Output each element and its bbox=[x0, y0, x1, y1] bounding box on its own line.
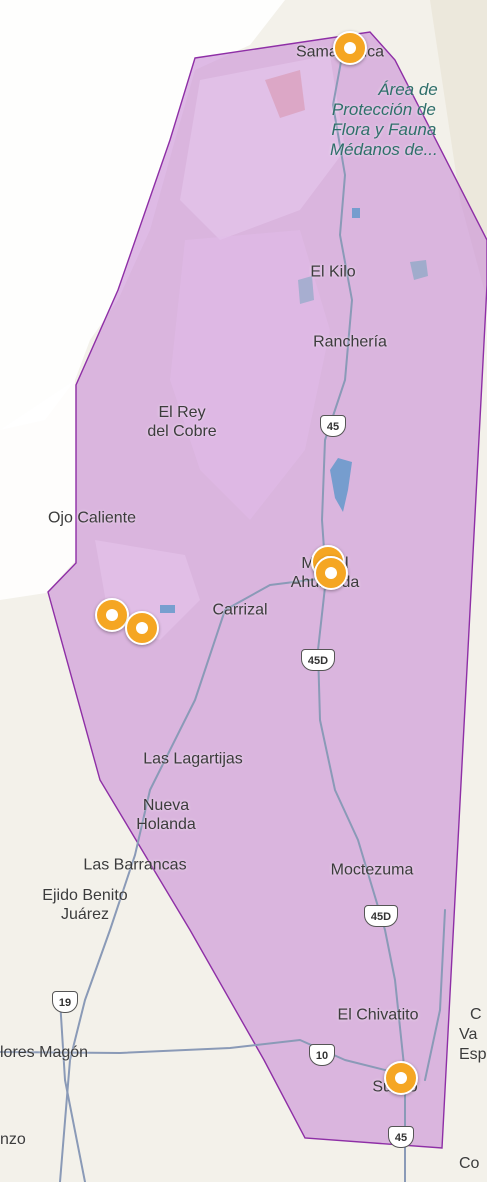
place-edge-c[interactable]: C bbox=[470, 1006, 482, 1023]
highway-45d-shield-south: 45D bbox=[364, 905, 398, 927]
place-ejido-benito-juarez[interactable]: Ejido Benito Juárez bbox=[42, 886, 127, 924]
highway-45-shield-south: 45 bbox=[388, 1126, 414, 1148]
place-flores-magon[interactable]: lores Magón bbox=[0, 1044, 89, 1061]
park-label-line2: Protección de bbox=[331, 100, 436, 119]
place-ejido-line2: Juárez bbox=[60, 906, 110, 923]
terrain-patch-north bbox=[180, 55, 345, 240]
water-area-north bbox=[0, 0, 285, 430]
east-road bbox=[424, 909, 446, 1081]
marker-west-2[interactable] bbox=[125, 611, 159, 645]
place-ejido-line1: Ejido Benito bbox=[42, 887, 128, 904]
park-label-line4: Médanos de... bbox=[330, 140, 438, 159]
water-spot-1 bbox=[330, 458, 352, 512]
place-lorenzo[interactable]: nzo bbox=[0, 1131, 26, 1148]
water-spot-4 bbox=[352, 208, 360, 218]
water-area-west bbox=[0, 380, 76, 600]
water-spot-3 bbox=[298, 276, 314, 304]
park-label[interactable]: Área de Protección de Flora y Fauna Méda… bbox=[330, 80, 438, 160]
place-el-kilo[interactable]: El Kilo bbox=[310, 263, 356, 281]
highway-45d-shield-middle: 45D bbox=[301, 649, 335, 671]
terrain-patch-middle bbox=[170, 230, 330, 520]
highway-45-shield-north: 45 bbox=[320, 415, 346, 437]
marker-icon bbox=[136, 622, 148, 634]
highway-19-shield: 19 bbox=[52, 991, 78, 1013]
park-label-line1: Área de bbox=[378, 80, 438, 99]
place-nueva-holanda[interactable]: Nueva Holanda bbox=[136, 796, 196, 834]
carrizal-road bbox=[59, 577, 327, 1182]
place-el-chivatito[interactable]: El Chivatito bbox=[337, 1006, 419, 1024]
place-edge-va[interactable]: Va bbox=[459, 1026, 478, 1043]
place-edge-esp[interactable]: Esp bbox=[459, 1046, 487, 1063]
place-nueva-holanda-line2: Holanda bbox=[136, 816, 196, 833]
place-las-barrancas[interactable]: Las Barrancas bbox=[83, 856, 187, 874]
place-edge-co[interactable]: Co bbox=[459, 1155, 480, 1172]
marker-icon bbox=[344, 42, 356, 54]
place-el-rey-line2: del Cobre bbox=[147, 423, 217, 440]
terrain-patch-small bbox=[265, 70, 305, 118]
water-spot-2 bbox=[410, 260, 428, 280]
marker-sueco[interactable] bbox=[384, 1061, 418, 1095]
marker-samalayuca[interactable] bbox=[333, 31, 367, 65]
place-carrizal[interactable]: Carrizal bbox=[212, 601, 268, 619]
water-spot-5 bbox=[160, 605, 175, 613]
place-rancheria[interactable]: Ranchería bbox=[313, 333, 387, 351]
highway-10-road bbox=[0, 1039, 406, 1076]
place-las-lagartijas[interactable]: Las Lagartijas bbox=[143, 750, 243, 768]
marker-west-1[interactable] bbox=[95, 598, 129, 632]
place-nueva-holanda-line1: Nueva bbox=[142, 797, 190, 814]
park-label-line3: Flora y Fauna bbox=[331, 120, 437, 139]
marker-ahumada-2[interactable] bbox=[314, 556, 348, 590]
marker-icon bbox=[325, 567, 337, 579]
marker-icon bbox=[395, 1072, 407, 1084]
marker-icon bbox=[106, 609, 118, 621]
road-19 bbox=[59, 999, 86, 1182]
place-el-rey-line1: El Rey bbox=[158, 404, 206, 421]
highlight-region bbox=[47, 31, 487, 1149]
place-ojo-caliente[interactable]: Ojo Caliente bbox=[47, 509, 137, 527]
place-moctezuma[interactable]: Moctezuma bbox=[330, 861, 414, 879]
highway-10-shield: 10 bbox=[309, 1044, 335, 1066]
place-el-rey-del-cobre[interactable]: El Rey del Cobre bbox=[147, 403, 216, 441]
